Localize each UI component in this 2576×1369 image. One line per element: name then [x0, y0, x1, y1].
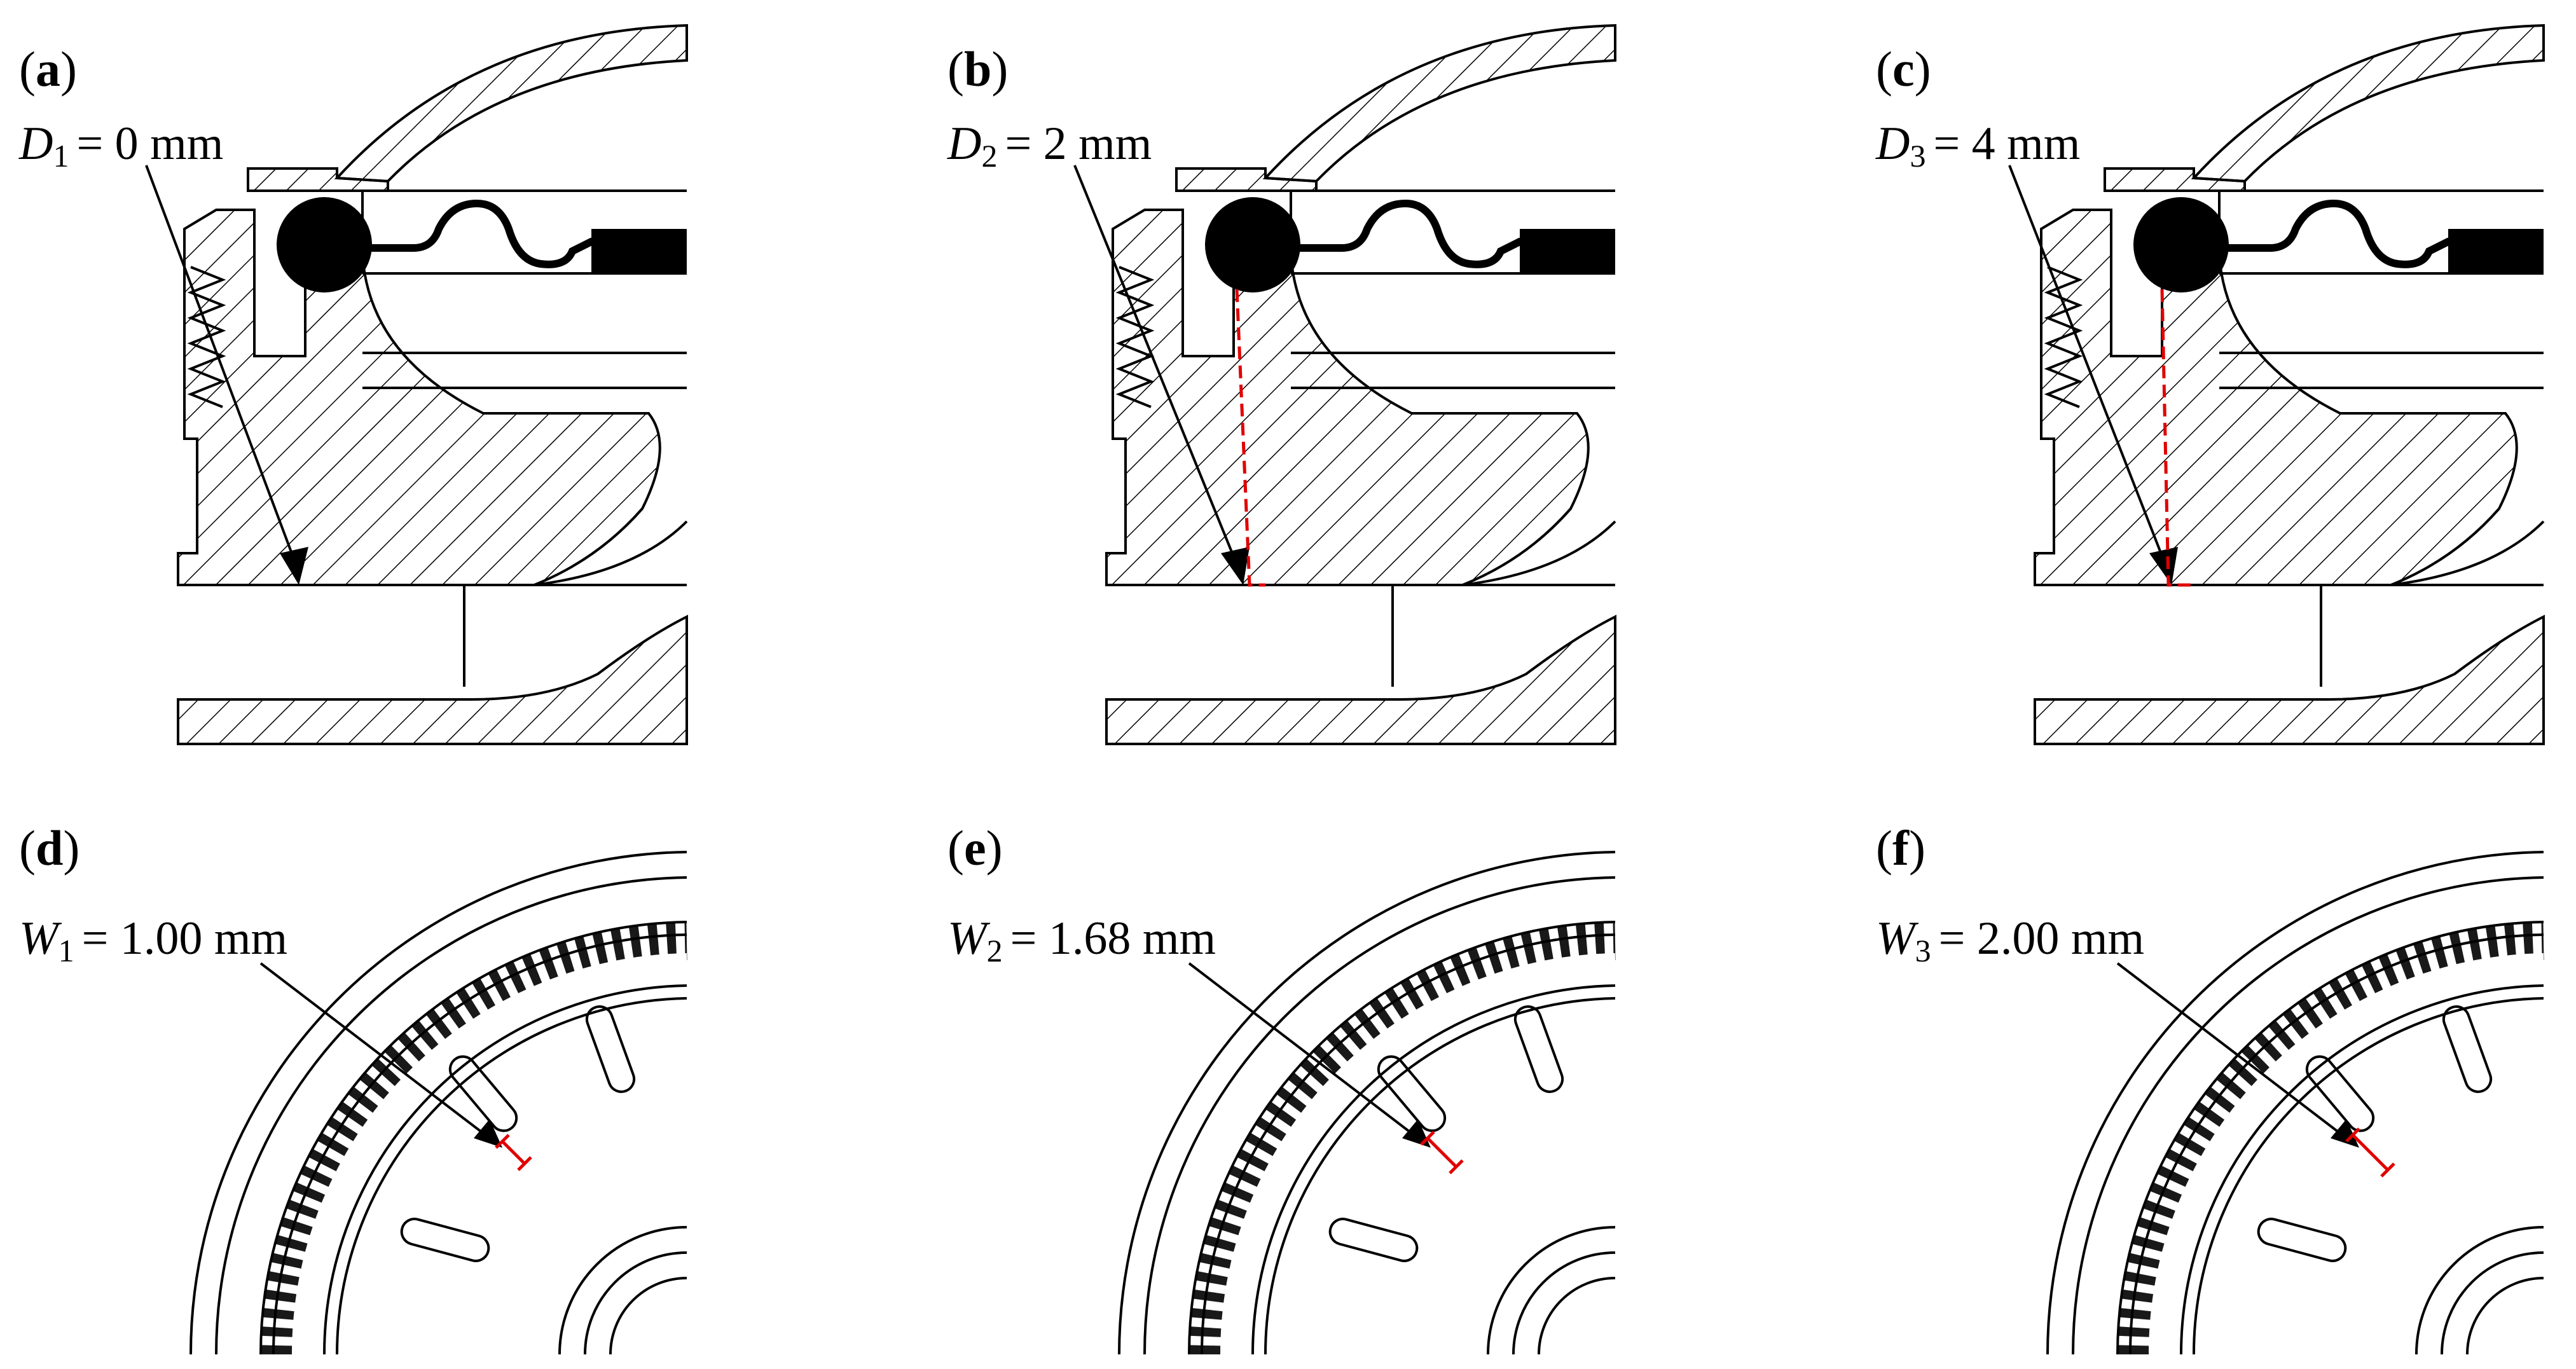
- arrowhead: [1221, 547, 1250, 585]
- width-highlight: [495, 1134, 532, 1171]
- panel-f: (f) W3= 2.00 mm: [1876, 820, 2544, 1354]
- panel-b: (b) D2= 2 mm: [947, 25, 1615, 744]
- offset-highlight: [1235, 289, 1265, 587]
- leader-arrow: [2008, 165, 2170, 573]
- dimension-label-W2: W2= 1.68 mm: [947, 912, 1216, 968]
- width-highlight: [2345, 1127, 2395, 1178]
- leader-arrow: [145, 165, 300, 573]
- panel-d-label: (d): [19, 820, 79, 876]
- panel-f-label: (f): [1876, 820, 1925, 876]
- arrowhead: [1402, 1119, 1431, 1148]
- dimension-label-W3: W3= 2.00 mm: [1876, 912, 2144, 968]
- dimension-label-D1: D1= 0 mm: [18, 118, 223, 174]
- leader-arrow: [1073, 165, 1241, 573]
- panel-c-label: (c): [1876, 41, 1931, 97]
- leader-arrow: [1188, 962, 1419, 1139]
- arrowhead: [280, 547, 308, 585]
- arrowhead: [2331, 1119, 2359, 1148]
- dimension-label-D2: D2= 2 mm: [947, 118, 1152, 174]
- dimension-label-W1: W1= 1.00 mm: [19, 912, 287, 968]
- dimension-label-D3: D3= 4 mm: [1875, 118, 2080, 174]
- panel-a: (a) D1= 0 mm: [18, 25, 687, 744]
- panel-b-label: (b): [947, 41, 1008, 97]
- arrowhead: [2149, 547, 2178, 585]
- panel-e-label: (e): [947, 820, 1003, 876]
- arrowhead: [474, 1119, 502, 1148]
- panel-a-label: (a): [19, 41, 77, 97]
- panel-e: (e) W2= 1.68 mm: [947, 820, 1615, 1354]
- panel-c: (c) D3= 4 mm: [1875, 25, 2544, 744]
- width-highlight: [1420, 1131, 1464, 1174]
- panel-d: (d) W1= 1.00 mm: [19, 820, 687, 1354]
- offset-highlight: [2160, 289, 2194, 587]
- leader-arrow: [2116, 962, 2348, 1139]
- leader-arrow: [259, 962, 491, 1139]
